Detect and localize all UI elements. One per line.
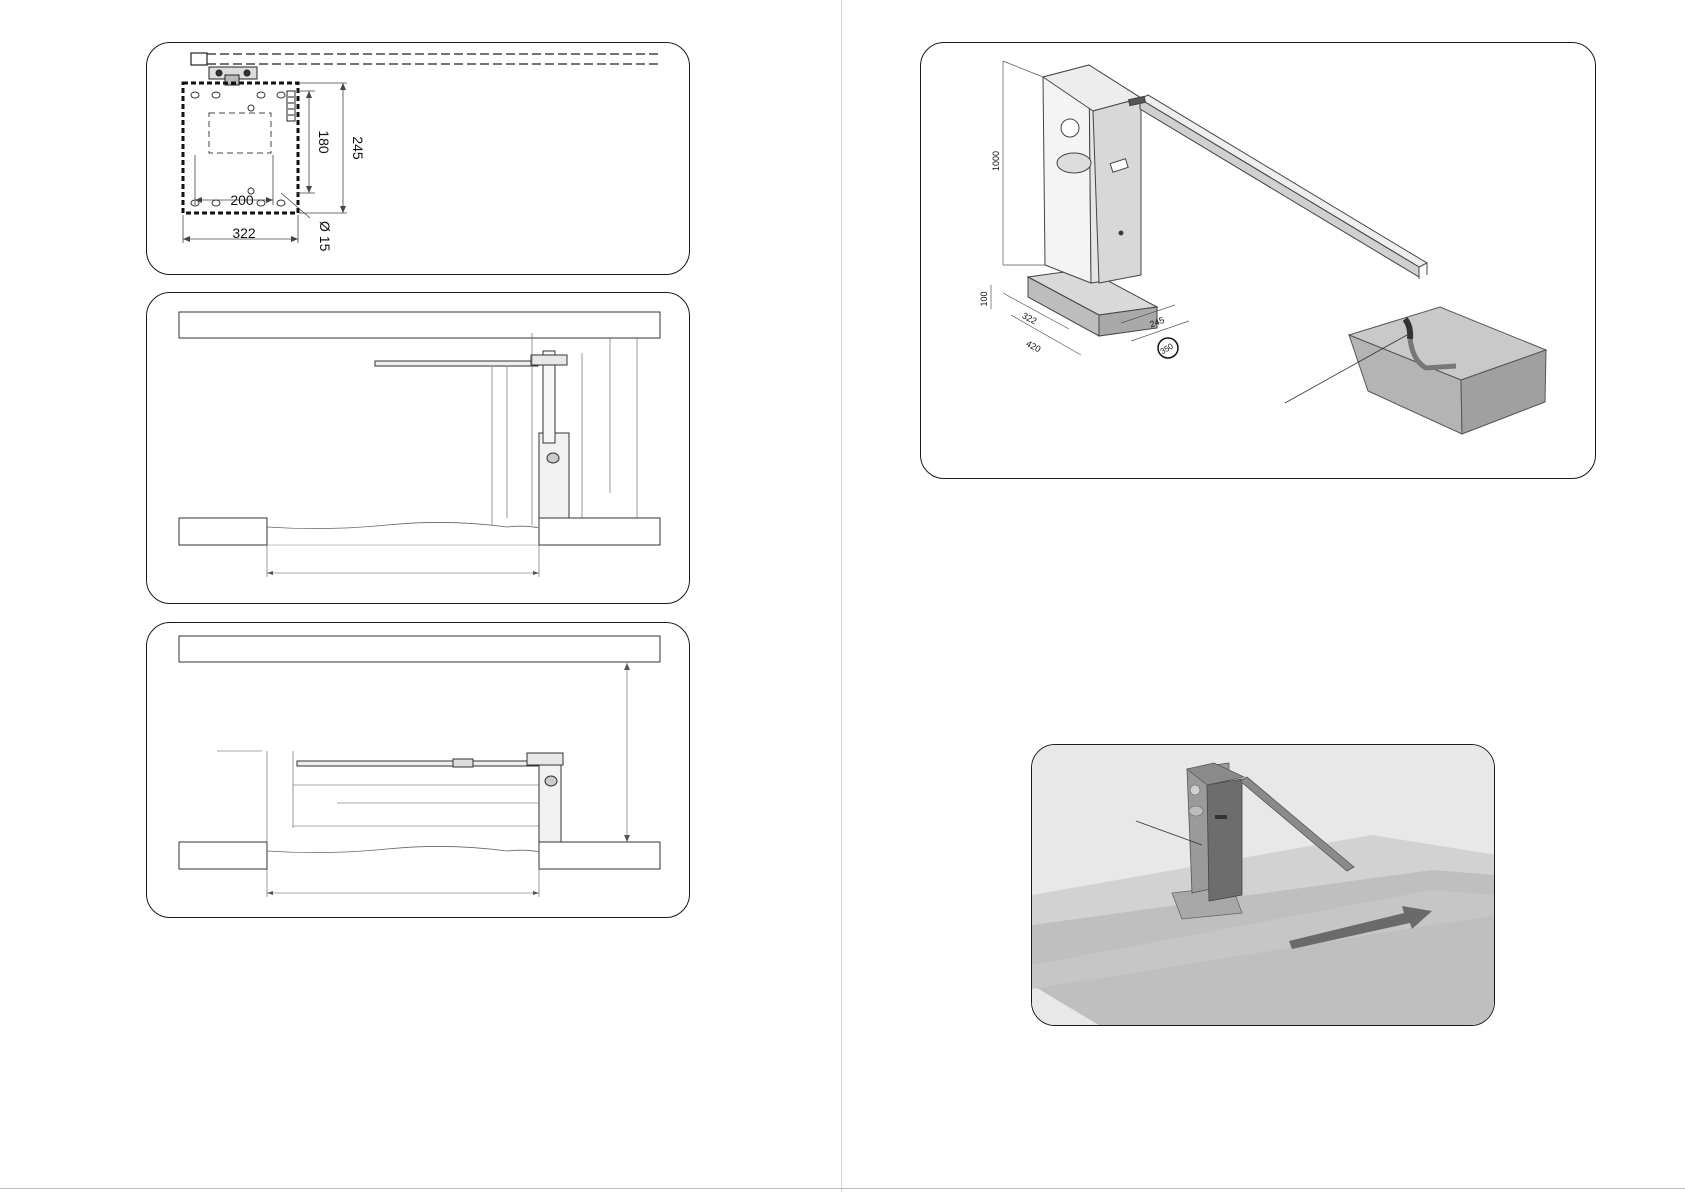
dim-label-180: 180 <box>316 130 332 154</box>
page-divider <box>841 0 842 1192</box>
dim-label-1000: 1000 <box>991 151 1001 171</box>
boom-arm <box>297 761 539 766</box>
terminal-block <box>287 91 295 121</box>
top-view-drawing: 180 245 200 322 Ø 15 <box>147 43 690 275</box>
anchor-hole <box>277 92 285 98</box>
anchor-hole <box>257 200 265 206</box>
cabinet-logo <box>545 776 557 786</box>
side-view-open-panel <box>146 622 690 918</box>
top-view-panel: 180 245 200 322 Ø 15 <box>146 42 690 275</box>
anchor-hole <box>212 92 220 98</box>
ground-surface-line <box>267 522 539 528</box>
bottom-rule <box>0 1188 1685 1189</box>
ground-left <box>179 518 267 545</box>
dim-line-420 <box>1011 315 1081 355</box>
boom-mount <box>531 355 567 365</box>
ground-left <box>179 842 267 869</box>
dim-label-420: 420 <box>1024 338 1042 354</box>
anchor-hole <box>277 200 285 206</box>
brand-badge <box>1189 806 1203 816</box>
anchor-hole <box>257 92 265 98</box>
lens-port <box>1061 119 1079 137</box>
boom-arm-side <box>1140 99 1419 277</box>
side-view-open-drawing <box>147 623 690 918</box>
key-lock <box>1215 815 1227 819</box>
dim-label-322: 322 <box>1020 310 1038 326</box>
dim-label-200: 200 <box>230 192 254 208</box>
boom-arm <box>375 361 538 366</box>
install-view-drawing <box>1032 745 1495 1026</box>
boom-mount <box>527 753 563 765</box>
ground-surface-line <box>267 846 539 852</box>
ceiling-slab <box>179 312 660 338</box>
side-view-closed-drawing <box>147 293 690 604</box>
dim-label-hole: Ø 15 <box>317 221 333 252</box>
boom-arm-clamp <box>191 53 207 65</box>
dim-label-245: 245 <box>350 136 366 160</box>
cabinet-door <box>1207 779 1242 901</box>
iso-view-drawing: 1000 100 322 420 245 350 <box>921 43 1596 479</box>
ground-right <box>539 518 660 545</box>
lens-port <box>1190 785 1200 795</box>
side-view-closed-panel <box>146 292 690 604</box>
barrier-cabinet <box>539 433 569 518</box>
anchor-hole <box>212 200 220 206</box>
ground-right <box>539 842 660 869</box>
install-view-panel <box>1031 744 1495 1026</box>
dim-label-100: 100 <box>979 291 989 306</box>
brand-badge <box>1057 153 1091 173</box>
anchor-hole <box>191 92 199 98</box>
barrier-cabinet <box>539 753 561 842</box>
boom-arm-top <box>1140 95 1427 267</box>
cabinet-logo <box>547 453 559 463</box>
dim-label-322: 322 <box>232 225 256 241</box>
base-plate-cutout <box>209 113 271 153</box>
iso-view-panel: 1000 100 322 420 245 350 <box>920 42 1596 479</box>
cabinet-door <box>1093 98 1141 283</box>
ceiling-slab <box>179 636 660 662</box>
